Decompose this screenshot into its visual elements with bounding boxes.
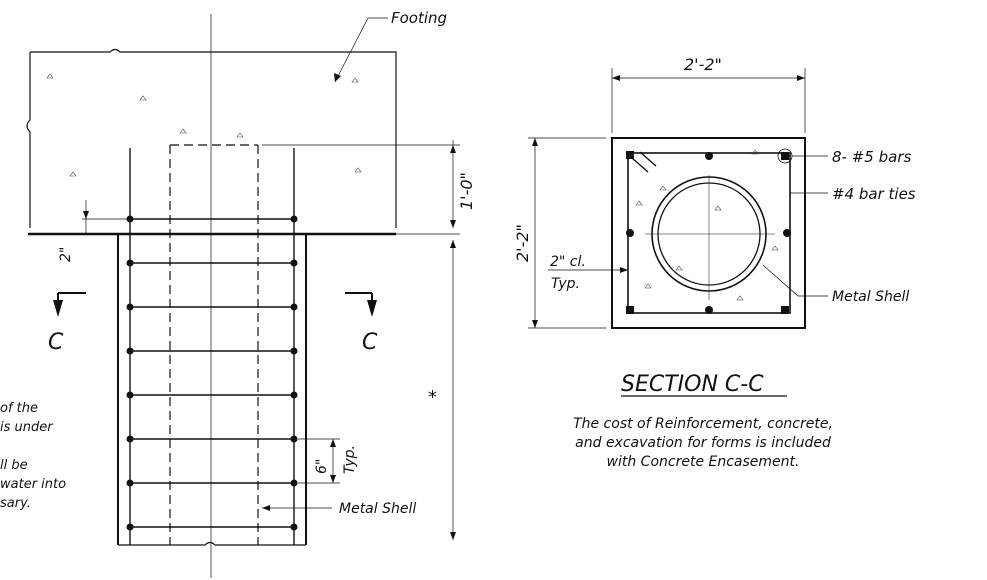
section-note-line: The cost of Reinforcement, concrete, <box>573 416 833 432</box>
note-line: sary. <box>0 496 31 511</box>
star-marker: * <box>428 387 437 408</box>
section-note-line: and excavation for forms is included <box>575 435 831 451</box>
section-metal-shell-label: Metal Shell <box>832 289 909 305</box>
elevation-ties <box>130 218 294 528</box>
dim-top-label: 1'-0" <box>457 172 476 210</box>
note-line: is under <box>0 420 54 435</box>
section-title: SECTION C-C <box>621 372 764 397</box>
clear-cover-label: 2" cl. <box>550 254 586 270</box>
bars-label: 8- #5 bars <box>832 148 911 166</box>
section-marker-right: C <box>362 330 378 355</box>
footing-label: Footing <box>391 9 447 27</box>
note-line: ll be <box>0 458 28 473</box>
note-line: of the <box>0 401 38 416</box>
section-height-label: 2'-2" <box>513 224 532 262</box>
clear-cover-typ-label: Typ. <box>551 276 580 292</box>
elevation-view <box>26 14 460 578</box>
section-note-line: with Concrete Encasement. <box>607 454 800 470</box>
dim-spacing-typ-label: Typ. <box>342 445 358 474</box>
elevation-metal-shell-label: Metal Shell <box>339 501 416 517</box>
footing-outline <box>26 48 397 228</box>
section-width-label: 2'-2" <box>684 55 722 74</box>
dim-spacing-label: 6" <box>314 459 330 474</box>
note-line: water into <box>0 477 66 492</box>
dim-cover-label: 2" <box>58 247 74 262</box>
section-marker-left: C <box>48 330 64 355</box>
section-view <box>528 68 828 397</box>
ties-label: #4 bar ties <box>832 185 916 203</box>
section-outline <box>611 137 806 329</box>
